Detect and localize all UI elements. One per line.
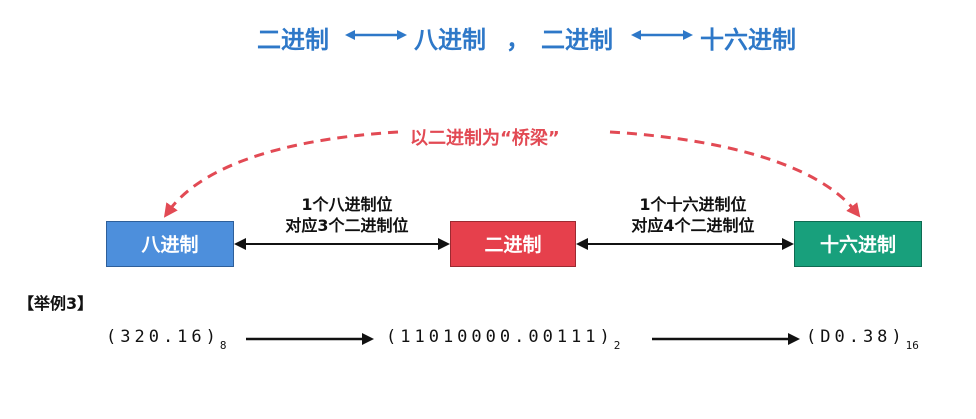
- binary-number: (11010000.00111)2: [386, 327, 621, 353]
- title-binary-1: 二进制: [257, 26, 329, 54]
- title-row: 二进制 八进制 ， 二进制 十六进制: [0, 14, 976, 54]
- title-octal: 八进制: [414, 26, 486, 54]
- octal-number-value: (320.16): [106, 327, 220, 347]
- octal-number: (320.16)8: [106, 327, 227, 353]
- binary-number-base: 2: [613, 339, 621, 353]
- bridge-curve-right: [609, 130, 861, 218]
- hex-binary-note: 1个十六进制位 对应4个二进制位: [608, 194, 778, 236]
- binary-number-value: (11010000.00111): [386, 327, 614, 347]
- bridge-curve-left: [163, 130, 399, 218]
- bridge-label: 以二进制为“桥梁”: [410, 128, 560, 149]
- note-right-line-2: 对应4个二进制位: [631, 216, 755, 235]
- note-left-line-1: 1个八进制位: [301, 195, 393, 214]
- title-separator: ，: [506, 26, 530, 54]
- note-right-line-1: 1个十六进制位: [639, 195, 747, 214]
- hex-number: (D0.38)16: [806, 327, 919, 353]
- binary-box: 二进制: [450, 221, 576, 267]
- hex-number-value: (D0.38): [806, 327, 906, 347]
- example-label: 【举例3】: [18, 294, 94, 313]
- hex-box: 十六进制: [794, 221, 922, 267]
- title-hex: 十六进制: [700, 26, 796, 54]
- octal-box: 八进制: [106, 221, 234, 267]
- note-left-line-2: 对应3个二进制位: [285, 216, 409, 235]
- title-binary-2: 二进制: [541, 26, 613, 54]
- hex-number-base: 16: [905, 339, 919, 353]
- octal-number-base: 8: [219, 339, 227, 353]
- octal-binary-note: 1个八进制位 对应3个二进制位: [262, 194, 432, 236]
